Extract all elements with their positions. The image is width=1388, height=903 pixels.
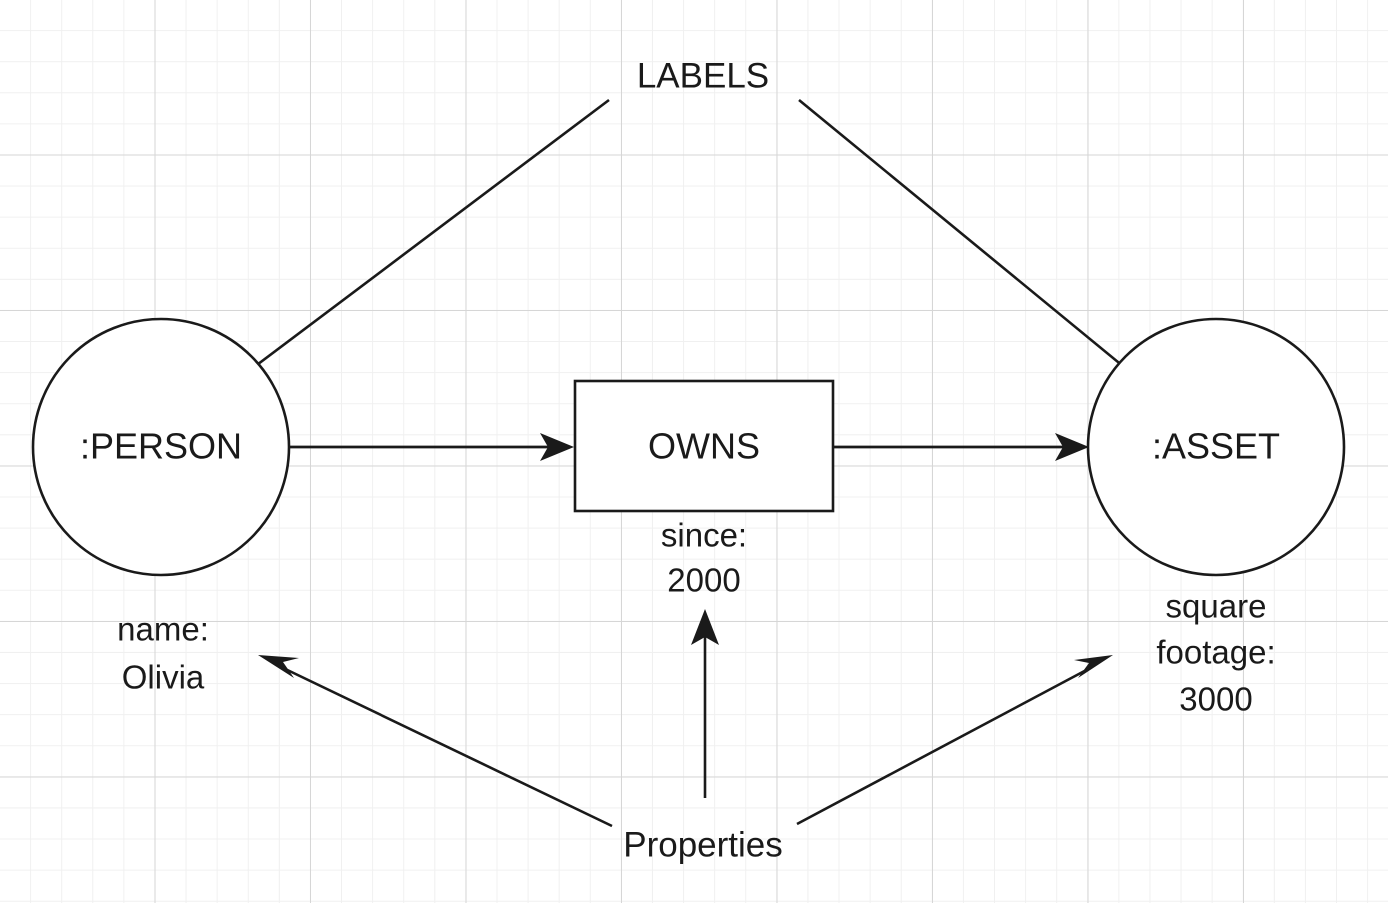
pointer-properties-to-asset-property[interactable] (796, 655, 1113, 826)
relationship-owns-box[interactable] (573, 379, 835, 513)
node-asset-circle[interactable] (1086, 317, 1346, 577)
owns-property-line-1: since: (661, 517, 747, 554)
arrowhead-properties-owns (691, 609, 719, 645)
asset-property-line-3: 3000 (1179, 681, 1252, 718)
pointer-line-properties-asset (796, 665, 1093, 826)
pointer-line-labels-asset (798, 98, 1164, 401)
annotation-properties-text: Properties (623, 825, 783, 864)
property-block-owns: since: 2000 (661, 517, 747, 599)
node-asset-label: :ASSET (1152, 426, 1280, 467)
pointer-properties-to-person-property[interactable] (258, 655, 613, 828)
pointer-properties-to-owns-property[interactable] (691, 609, 719, 798)
edge-person-to-owns[interactable] (290, 433, 574, 461)
arrowhead-owns-asset (1055, 433, 1089, 461)
owns-property-line-2: 2000 (667, 562, 740, 599)
property-block-person: name: Olivia (117, 611, 209, 696)
arrowhead-properties-asset (1074, 655, 1113, 678)
relationship-owns-label: OWNS (648, 426, 760, 467)
node-person-circle[interactable] (31, 317, 291, 577)
asset-property-line-1: square (1166, 588, 1267, 625)
annotation-labels-text: LABELS (637, 56, 769, 95)
node-person-label: :PERSON (80, 426, 242, 467)
pointer-line-labels-person (212, 98, 610, 400)
asset-property-line-2: footage: (1156, 634, 1275, 671)
arrowhead-person-owns (540, 433, 574, 461)
pointer-line-properties-person (278, 664, 613, 828)
person-property-line-2: Olivia (122, 659, 205, 696)
edge-owns-to-asset[interactable] (834, 433, 1089, 461)
property-block-asset: square footage: 3000 (1156, 588, 1275, 718)
arrowhead-properties-person (258, 655, 299, 678)
person-property-line-1: name: (117, 611, 209, 648)
